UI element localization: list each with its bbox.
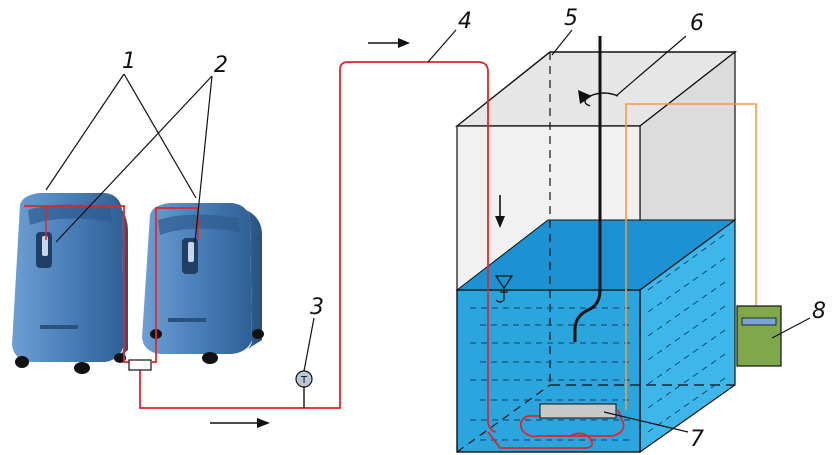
- temperature-gauge: T: [295, 370, 313, 408]
- flow-arrow-top: [368, 38, 410, 48]
- water-tank: [454, 50, 738, 454]
- oxygen-concentrator-left: [12, 193, 128, 374]
- label-7: 7: [690, 427, 704, 452]
- label-1: 1: [122, 49, 136, 74]
- label-6: 6: [690, 11, 704, 36]
- flow-arrow-bottom: [210, 418, 270, 428]
- label-8: 8: [812, 299, 826, 324]
- label-3: 3: [310, 295, 324, 320]
- air-hose: [24, 61, 625, 449]
- leader-lines: [45, 29, 811, 433]
- oxygen-meter: [736, 305, 782, 367]
- label-2: 2: [214, 53, 228, 78]
- stirrer-shaft: [573, 36, 619, 342]
- gauge-symbol: T: [300, 375, 308, 386]
- signal-wire: [625, 103, 757, 410]
- water-level-marker: [494, 275, 514, 303]
- oxygen-concentrator-right: [142, 203, 264, 364]
- flow-arrow-down: [495, 195, 505, 228]
- mixing-valve: [128, 359, 152, 371]
- sensor-block: [539, 403, 617, 419]
- label-4: 4: [458, 9, 472, 34]
- flow-arrows: [210, 38, 505, 428]
- label-5: 5: [564, 6, 578, 31]
- callout-labels: 1 2 3 4 5 6 7 8: [122, 6, 826, 452]
